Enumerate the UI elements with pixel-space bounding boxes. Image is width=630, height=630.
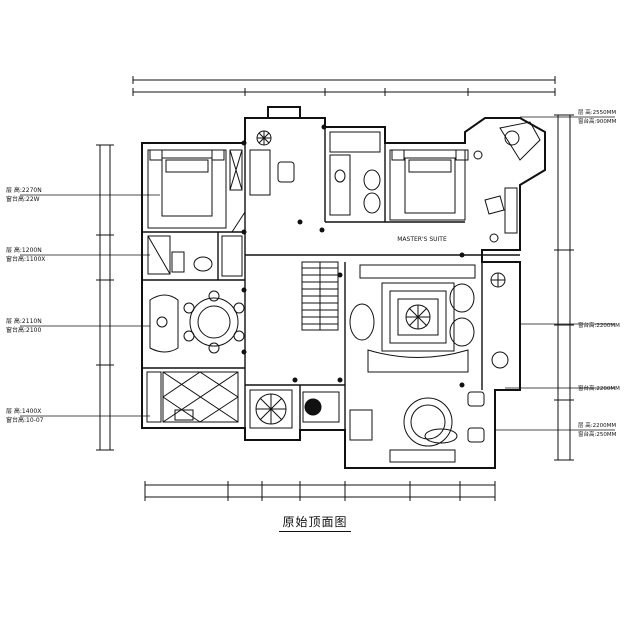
living-room <box>349 264 509 373</box>
interior-walls <box>142 127 520 468</box>
left-annotation-3-sill: 窗台高:2100 <box>6 326 41 334</box>
master-bedroom <box>389 149 469 221</box>
study-room <box>249 130 295 196</box>
right-annotation-1-sill: 窗台高:900MM <box>578 117 617 125</box>
left-annotation-2-height: 层 高:1200N <box>6 246 42 254</box>
right-annotation-1-height: 层 高:2550MM <box>578 108 616 116</box>
lower-lounge <box>349 391 485 463</box>
right-annotations: 层 高:2550MM 窗台高:900MM 窗台高:2200MM 窗台高:2200… <box>578 108 620 438</box>
bathroom-left <box>147 235 243 277</box>
staircase <box>301 261 339 331</box>
left-annotation-1-height: 层 高:2270N <box>6 186 42 194</box>
right-annotation-3-sill: 窗台高:2200MM <box>578 384 620 392</box>
right-annotation-4-sill: 窗台高:250MM <box>578 430 617 438</box>
sofa-dining <box>149 294 179 353</box>
bedroom-left <box>147 149 246 233</box>
round-stair <box>249 389 340 429</box>
bay-lounge <box>473 121 541 243</box>
left-annotation-2-sill: 窗台高:1100X <box>6 255 45 263</box>
left-annotation-1-sill: 窗台高:22W <box>6 195 40 203</box>
left-dimension-lines <box>96 144 114 451</box>
drawing-title: 原始顶面图 <box>0 513 630 532</box>
left-annotations: 层 高:2270N 窗台高:22W 层 高:1200N 窗台高:1100X 层 … <box>6 186 45 424</box>
annotation-leaders <box>20 116 615 431</box>
kitchen <box>146 371 239 423</box>
right-annotation-2-sill: 窗台高:2200MM <box>578 321 620 329</box>
ceiling-tray <box>381 282 455 352</box>
room-label-master-suite: MASTER'S SUITE <box>397 236 447 243</box>
structural-columns <box>241 124 465 388</box>
dining-room <box>149 290 245 354</box>
top-dimension-lines <box>132 76 556 96</box>
exterior-walls <box>141 106 546 469</box>
bed-master <box>404 157 456 214</box>
left-annotation-4-height: 层 高:1400X <box>6 407 41 415</box>
bed-left <box>161 157 213 217</box>
right-dimension-lines <box>554 114 574 461</box>
master-bath <box>329 131 381 216</box>
left-annotation-4-sill: 窗台高:10-07 <box>6 416 44 424</box>
bottom-dimension-lines <box>144 481 496 501</box>
dining-table <box>189 297 239 347</box>
drawing-title-text: 原始顶面图 <box>279 515 351 532</box>
left-annotation-3-height: 层 高:2110N <box>6 317 42 325</box>
right-annotation-4-height: 层 高:2200MM <box>578 421 616 429</box>
